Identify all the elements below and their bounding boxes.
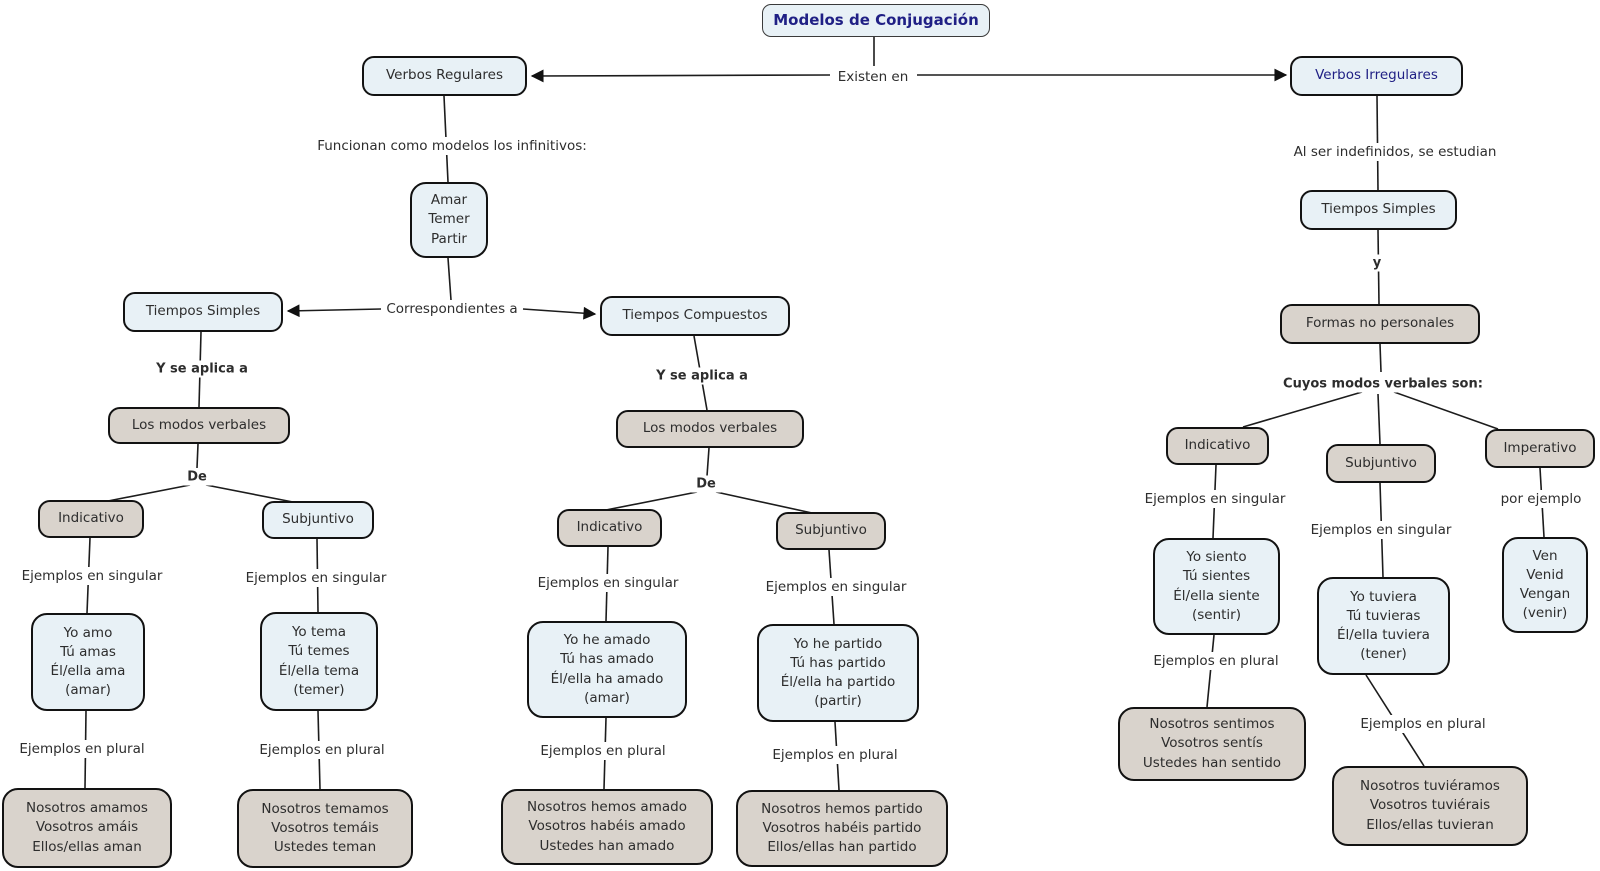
concept-singular-sentir[interactable]: Yo siento Tú sientes Él/ella siente (sen… [1153,538,1280,635]
connector-line [706,447,710,477]
connector-arrow-to-verbos-regulares [530,69,831,83]
connector-line [102,484,191,503]
concept-verbos-regulares[interactable]: Verbos Regulares [362,56,527,96]
link-label-por-ejemplo[interactable]: por ejemplo [1495,490,1587,508]
link-label-y-der[interactable]: y [1367,254,1387,272]
connector-line [1206,634,1215,708]
concept-singular-amar[interactable]: Yo amo Tú amas Él/ella ama (amar) [31,613,145,711]
concept-subjuntivo-izq[interactable]: Subjuntivo [262,501,374,539]
connector-line [205,484,299,504]
link-label-de-izq[interactable]: De [182,468,212,486]
connector-line [1242,391,1363,428]
link-label-existen-en[interactable]: Existen en [832,68,914,86]
concept-indicativo-der[interactable]: Indicativo [1166,427,1269,465]
link-label-ejemplos-singular-der-2[interactable]: Ejemplos en singular [1305,521,1457,539]
concept-infinitivos-amar-temer-partir[interactable]: Amar Temer Partir [410,182,488,258]
link-label-ejemplos-plural-der-2[interactable]: Ejemplos en plural [1355,715,1491,733]
concept-singular-haber-partido[interactable]: Yo he partido Tú has partido Él/ella ha … [757,624,919,722]
connector-line [1377,393,1381,445]
link-label-ejemplos-plural-comp-2[interactable]: Ejemplos en plural [767,746,903,764]
concept-indicativo-comp[interactable]: Indicativo [557,509,662,547]
concept-subjuntivo-comp[interactable]: Subjuntivo [776,512,886,550]
link-label-ejemplos-plural-der-1[interactable]: Ejemplos en plural [1148,652,1284,670]
concept-tiempos-simples-der[interactable]: Tiempos Simples [1300,190,1457,230]
concept-plural-amar[interactable]: Nosotros amamos Vosotros amáis Ellos/ell… [2,788,172,868]
concept-plural-temer[interactable]: Nosotros temamos Vosotros temáis Ustedes… [237,789,413,868]
concept-modos-verbales-comp[interactable]: Los modos verbales [616,410,804,448]
concept-verbos-irregulares[interactable]: Verbos Irregulares [1290,56,1463,96]
concept-plural-tener[interactable]: Nosotros tuviéramos Vosotros tuviérais E… [1332,766,1528,846]
concept-plural-sentir[interactable]: Nosotros sentimos Vosotros sentís Ustede… [1118,707,1306,781]
link-label-ejemplos-singular-der-1[interactable]: Ejemplos en singular [1139,490,1291,508]
concept-ejemplo-venir[interactable]: Ven Venid Vengan (venir) [1502,537,1588,633]
link-label-ejemplos-plural-izq-1[interactable]: Ejemplos en plural [14,740,150,758]
concept-plural-haber-partido[interactable]: Nosotros hemos partido Vosotros habéis p… [736,790,948,867]
concept-singular-tener[interactable]: Yo tuviera Tú tuvieras Él/ella tuviera (… [1317,577,1450,675]
concept-indicativo-izq[interactable]: Indicativo [38,500,144,538]
link-label-ejemplos-singular-izq-1[interactable]: Ejemplos en singular [16,567,168,585]
link-label-cuyos-modos[interactable]: Cuyos modos verbales son: [1278,375,1488,393]
link-label-ejemplos-singular-izq-2[interactable]: Ejemplos en singular [240,569,392,587]
connector-line [605,491,698,511]
link-label-ejemplos-plural-izq-2[interactable]: Ejemplos en plural [254,741,390,759]
concept-subjuntivo-der[interactable]: Subjuntivo [1326,444,1436,483]
link-label-funcionan-como[interactable]: Funcionan como modelos los infinitivos: [312,137,592,155]
concept-singular-haber-amado[interactable]: Yo he amado Tú has amado Él/ella ha amad… [527,621,687,718]
concept-singular-temer[interactable]: Yo tema Tú temes Él/ella tema (temer) [260,612,378,711]
link-label-de-comp[interactable]: De [691,475,721,493]
concept-formas-no-personales[interactable]: Formas no personales [1280,304,1480,344]
link-label-al-ser-indefinidos[interactable]: Al ser indefinidos, se estudian [1288,143,1502,161]
connector-line [447,257,452,301]
concept-imperativo[interactable]: Imperativo [1485,429,1595,468]
connector-line [1393,391,1499,430]
link-label-ejemplos-plural-comp-1[interactable]: Ejemplos en plural [535,742,671,760]
connector-line [196,443,199,469]
link-label-correspondientes-a[interactable]: Correspondientes a [381,300,523,318]
connector-line [715,491,813,514]
concept-plural-haber-amado[interactable]: Nosotros hemos amado Vosotros habéis ama… [501,789,713,865]
link-label-y-se-aplica-comp[interactable]: Y se aplica a [651,367,753,385]
concept-modelos-de-conjugacion[interactable]: Modelos de Conjugación [762,4,990,37]
link-label-ejemplos-singular-comp-2[interactable]: Ejemplos en singular [760,578,912,596]
connector-arrow-to-tiempos-compuestos [522,306,597,320]
concept-tiempos-compuestos[interactable]: Tiempos Compuestos [600,296,790,336]
link-label-y-se-aplica-izq[interactable]: Y se aplica a [151,360,253,378]
concept-tiempos-simples-izq[interactable]: Tiempos Simples [123,292,283,332]
connector-line [1379,343,1382,373]
connector-arrow-to-tiempos-simples [286,304,382,318]
link-label-ejemplos-singular-comp-1[interactable]: Ejemplos en singular [532,574,684,592]
concept-modos-verbales-izq[interactable]: Los modos verbales [108,407,290,444]
